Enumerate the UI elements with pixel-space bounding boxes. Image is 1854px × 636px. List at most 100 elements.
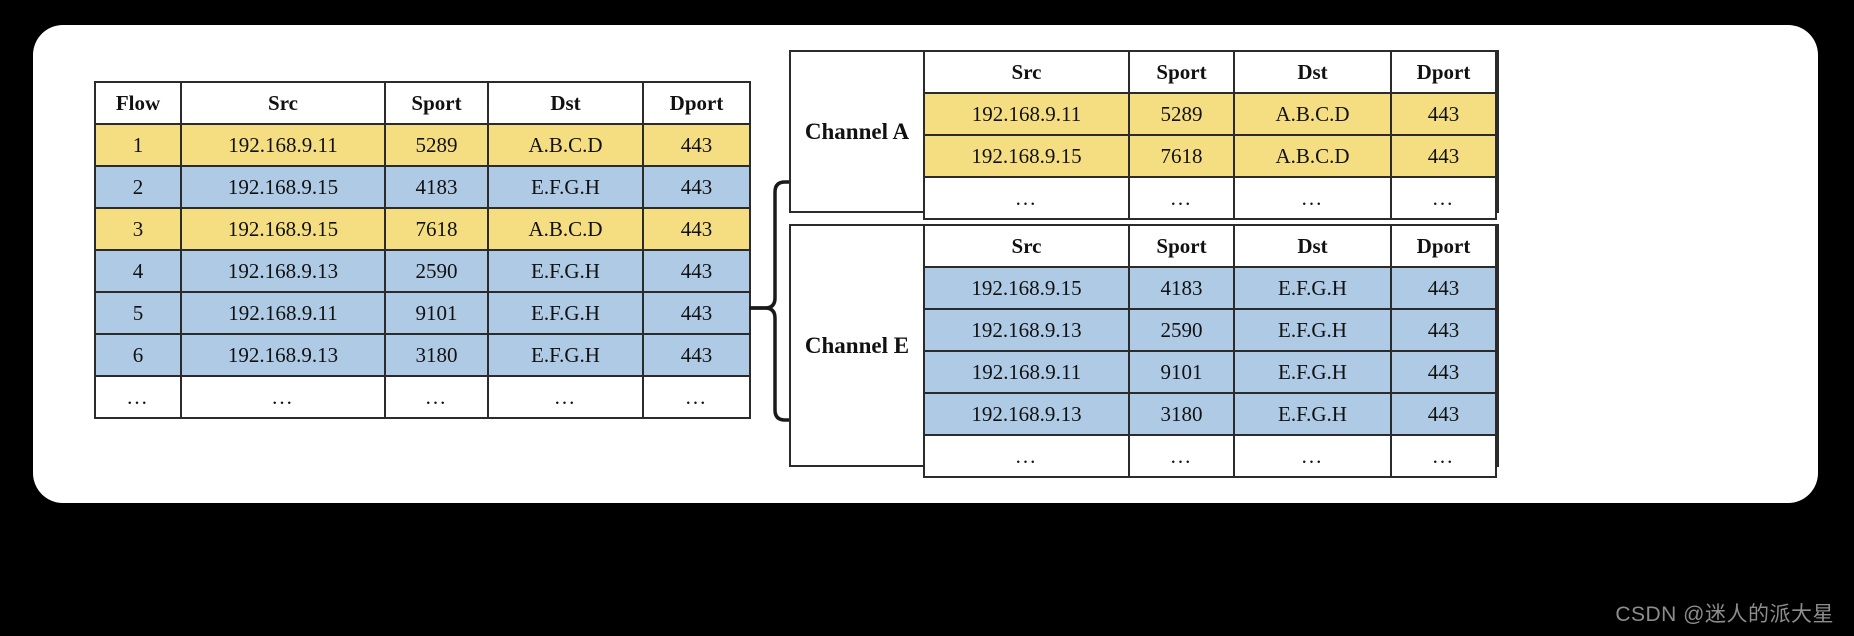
flow-table-header-sport: Sport [384,81,489,125]
flow-cell-dst-3: E.F.G.H [487,249,644,293]
flow-cell-src-3: 192.168.9.13 [180,249,386,293]
flow-cell-dst-1: E.F.G.H [487,165,644,209]
channel-a-cell-src-2: ... [923,176,1130,220]
flow-cell-sport-3: 2590 [384,249,489,293]
flow-cell-dst-6: ... [487,375,644,419]
flow-cell-dport-2: 443 [642,207,751,251]
channel-e-header-dst: Dst [1233,224,1392,268]
flow-cell-src-2: 192.168.9.15 [180,207,386,251]
channel-e-cell-dport-2: 443 [1390,350,1497,394]
channel-a-cell-src-1: 192.168.9.15 [923,134,1130,178]
channel-e-header-src: Src [923,224,1130,268]
channel-e-cell-src-2: 192.168.9.11 [923,350,1130,394]
channel-a-header-row: Src Sport Dst Dport [923,50,1497,94]
channel-e-cell-dport-0: 443 [1390,266,1497,310]
flow-cell-src-0: 192.168.9.11 [180,123,386,167]
channel-e-cell-dst-2: E.F.G.H [1233,350,1392,394]
channel-e-block: Channel E Src Sport Dst Dport 192.168.9.… [789,224,1499,478]
flow-cell-sport-0: 5289 [384,123,489,167]
channel-e-cell-dport-4: ... [1390,434,1497,478]
table-row: ............ [923,176,1497,220]
channel-e-cell-src-0: 192.168.9.15 [923,266,1130,310]
channel-e-cell-dport-3: 443 [1390,392,1497,436]
channel-e-cell-dst-3: E.F.G.H [1233,392,1392,436]
channel-e-cell-dst-4: ... [1233,434,1392,478]
flow-cell-dst-4: E.F.G.H [487,291,644,335]
bracket-connector-icon [749,180,793,422]
channel-e-cell-src-3: 192.168.9.13 [923,392,1130,436]
channel-e-header-row: Src Sport Dst Dport [923,224,1497,268]
table-row: ............ [923,434,1497,478]
channel-e-cell-sport-4: ... [1128,434,1235,478]
channel-e-cell-sport-3: 3180 [1128,392,1235,436]
channel-e-cell-dport-1: 443 [1390,308,1497,352]
channel-e-label: Channel E [791,226,923,465]
flow-table-header-dst: Dst [487,81,644,125]
flow-cell-src-6: ... [180,375,386,419]
flow-cell-src-1: 192.168.9.15 [180,165,386,209]
flow-cell-src-5: 192.168.9.13 [180,333,386,377]
flow-cell-flow-5: 6 [94,333,182,377]
flow-cell-flow-1: 2 [94,165,182,209]
flow-table-header-src: Src [180,81,386,125]
channel-a-cell-dport-1: 443 [1390,134,1497,178]
flow-cell-dst-5: E.F.G.H [487,333,644,377]
channel-a-header-dport: Dport [1390,50,1497,94]
flow-cell-dport-6: ... [642,375,751,419]
flow-cell-src-4: 192.168.9.11 [180,291,386,335]
flow-cell-dst-0: A.B.C.D [487,123,644,167]
channel-e-cell-sport-2: 9101 [1128,350,1235,394]
flow-table-header-dport: Dport [642,81,751,125]
flow-table-header-flow: Flow [94,81,182,125]
channel-a-cell-dst-2: ... [1233,176,1392,220]
flow-cell-flow-6: ... [94,375,182,419]
flow-cell-sport-5: 3180 [384,333,489,377]
flow-cell-dst-2: A.B.C.D [487,207,644,251]
flow-cell-dport-4: 443 [642,291,751,335]
csdn-watermark: CSDN @迷人的派大星 [1615,603,1834,626]
flow-cell-flow-4: 5 [94,291,182,335]
flow-cell-sport-4: 9101 [384,291,489,335]
channel-e-header-sport: Sport [1128,224,1235,268]
channel-a-cell-dport-2: ... [1390,176,1497,220]
channel-a-header-dst: Dst [1233,50,1392,94]
flow-cell-sport-6: ... [384,375,489,419]
channel-a-label: Channel A [791,52,923,211]
flow-cell-flow-2: 3 [94,207,182,251]
flow-cell-flow-0: 1 [94,123,182,167]
channel-e-cell-dst-0: E.F.G.H [1233,266,1392,310]
flow-cell-dport-3: 443 [642,249,751,293]
channel-a-header-src: Src [923,50,1130,94]
channel-a-cell-dst-0: A.B.C.D [1233,92,1392,136]
channel-a-cell-dst-1: A.B.C.D [1233,134,1392,178]
channel-a-header-sport: Sport [1128,50,1235,94]
channel-e-cell-src-4: ... [923,434,1130,478]
flow-cell-dport-1: 443 [642,165,751,209]
flow-cell-sport-1: 4183 [384,165,489,209]
channel-e-cell-src-1: 192.168.9.13 [923,308,1130,352]
flow-table-header-row: Flow Src Sport Dst Dport [94,81,751,125]
flow-cell-sport-2: 7618 [384,207,489,251]
channel-e-cell-sport-0: 4183 [1128,266,1235,310]
channel-a-cell-dport-0: 443 [1390,92,1497,136]
